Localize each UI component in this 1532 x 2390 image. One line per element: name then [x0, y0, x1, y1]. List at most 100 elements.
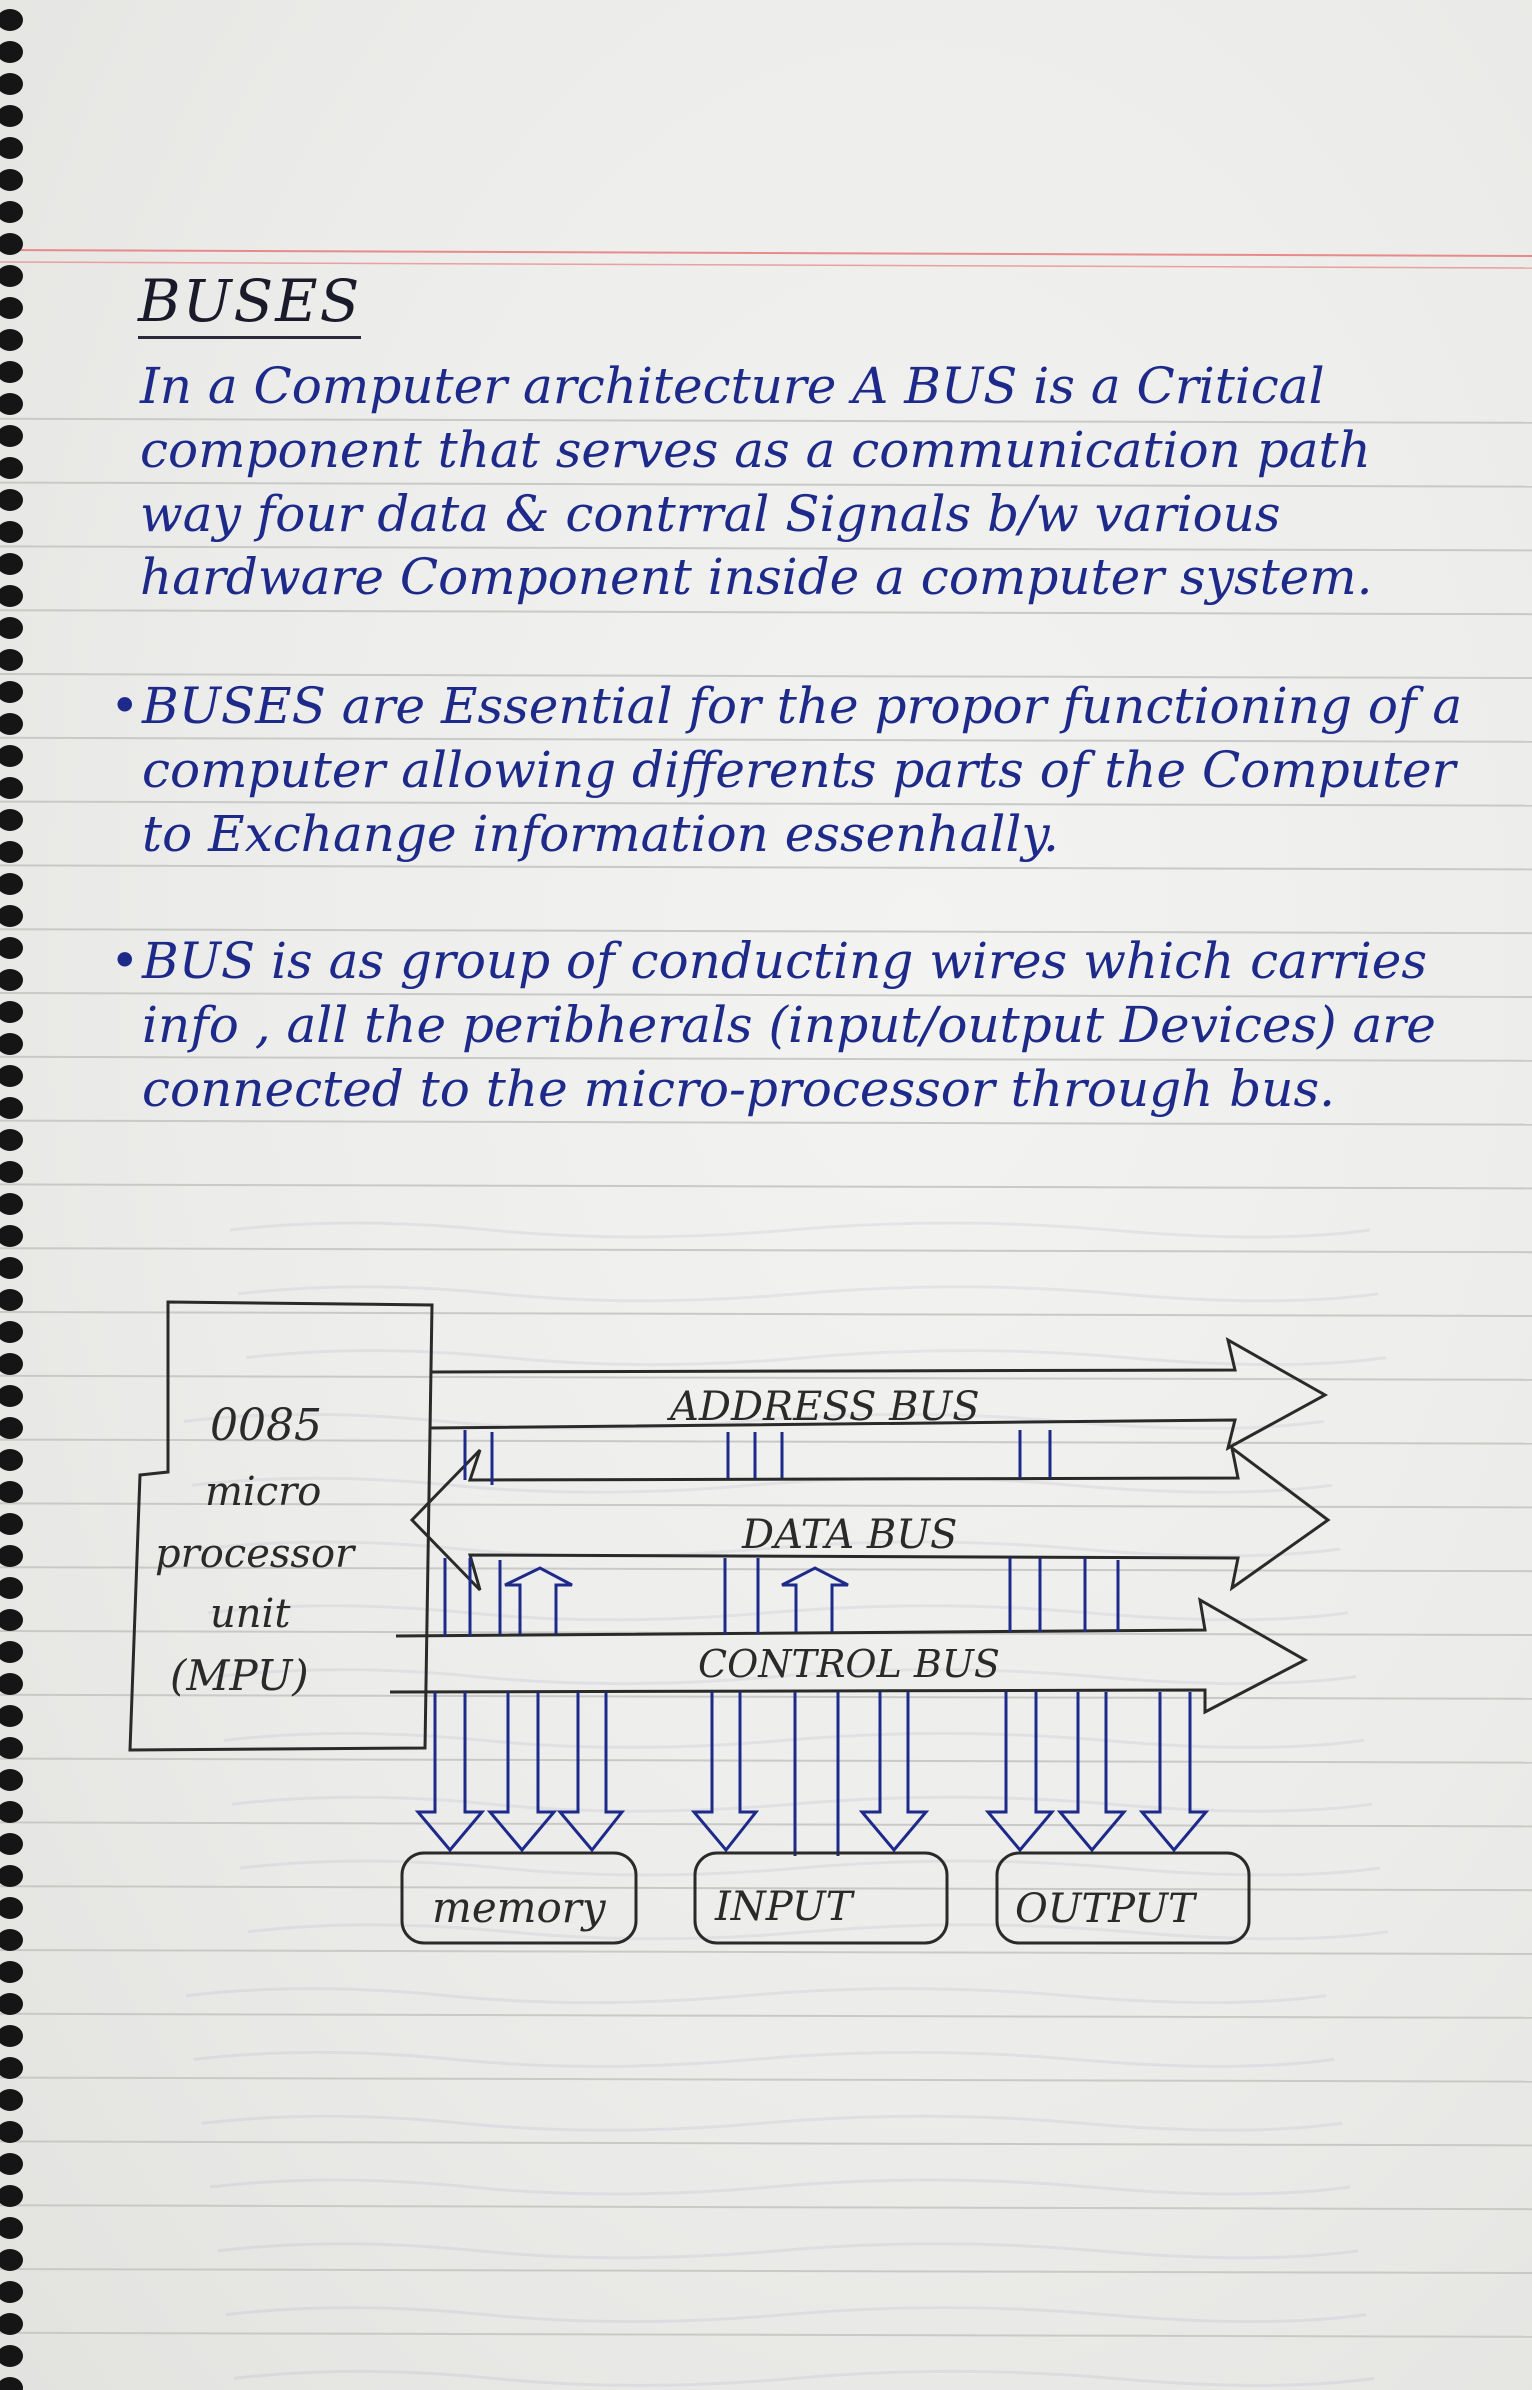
spiral-ring — [0, 1513, 23, 1535]
spiral-ring — [0, 1801, 23, 1823]
spiral-ring — [0, 1897, 23, 1919]
bullet-text-1: BUSES are Essential for the propor funct… — [142, 677, 1463, 863]
spiral-ring — [0, 905, 23, 927]
spiral-ring — [0, 1673, 23, 1695]
intro-paragraph: In a Computer architecture A BUS is a Cr… — [140, 357, 1373, 607]
show-through-stroke — [185, 1987, 1327, 2005]
spiral-ring — [0, 1033, 23, 1055]
spiral-ring — [0, 41, 23, 63]
spiral-ring — [0, 265, 23, 287]
ruled-line — [0, 736, 1532, 743]
spiral-ring — [0, 73, 23, 95]
show-through-stroke — [239, 1859, 1381, 1877]
ruled-line — [0, 992, 1532, 998]
control-bus-arrow: CONTROL BUS — [389, 1597, 1309, 1715]
ruled-line — [0, 417, 1532, 424]
spiral-ring — [0, 169, 23, 191]
ruled-line — [0, 1502, 1532, 1509]
ruled-line — [0, 1055, 1532, 1062]
spiral-ring — [0, 2281, 23, 2303]
spiral-ring — [0, 649, 23, 671]
show-through-stroke — [217, 2242, 1359, 2260]
ruled-line — [0, 1821, 1532, 1828]
bus-connector-lines — [443, 1430, 1120, 1636]
spiral-ring — [0, 1193, 23, 1215]
spiral-ring — [0, 393, 23, 415]
bullet-item-1: • BUSES are Essential for the propor fun… — [110, 675, 1470, 866]
device-memory: memory — [400, 1851, 638, 1945]
spiral-ring — [0, 1929, 23, 1951]
spiral-ring — [0, 1705, 23, 1727]
spiral-ring — [0, 681, 23, 703]
show-through-stroke — [225, 2306, 1367, 2324]
spiral-ring — [0, 937, 23, 959]
show-through-stroke — [207, 1604, 1349, 1622]
spiral-ring — [0, 2377, 23, 2390]
ruled-line — [0, 1693, 1532, 1700]
ruled-line — [0, 1119, 1532, 1126]
spiral-ring — [0, 1289, 23, 1311]
device-output-label: OUTPUT — [1015, 1886, 1198, 1932]
show-through-stroke — [245, 1349, 1387, 1367]
ruled-line — [0, 1438, 1532, 1445]
spiral-ring — [0, 1449, 23, 1471]
device-down-arrows — [414, 1692, 1210, 1856]
spiral-ring — [0, 1001, 23, 1023]
spiral-ring — [0, 329, 23, 351]
ruled-line — [0, 1247, 1532, 1254]
spiral-ring — [0, 489, 23, 511]
ruled-line — [0, 2331, 1532, 2338]
ruled-line — [0, 2204, 1532, 2211]
spiral-ring — [0, 1737, 23, 1759]
spiral-ring — [0, 2185, 23, 2207]
show-through-stroke — [215, 1668, 1357, 1686]
spiral-ring — [0, 2249, 23, 2271]
spiral-ring — [0, 873, 23, 895]
show-through-stroke — [183, 1412, 1325, 1430]
spiral-ring — [0, 1129, 23, 1151]
spiral-ring — [0, 745, 23, 767]
spiral-ring — [0, 2217, 23, 2239]
spiral-ring — [0, 2057, 23, 2079]
device-input: INPUT — [693, 1851, 949, 1945]
spiral-ring — [0, 425, 23, 447]
show-through-stroke — [209, 2178, 1351, 2196]
device-input-label: INPUT — [714, 1884, 856, 1930]
ruled-line — [0, 1885, 1532, 1892]
show-through-stroke — [229, 1221, 1371, 1239]
spiral-ring — [0, 1417, 23, 1439]
notes-title: BUSES — [138, 269, 362, 339]
spiral-ring — [0, 1225, 23, 1247]
spiral-ring — [0, 1385, 23, 1407]
bullet-item-2: • BUS is as group of conducting wires wh… — [110, 930, 1470, 1121]
spiral-ring — [0, 2025, 23, 2047]
spiral-ring — [0, 841, 23, 863]
spiral-ring — [0, 1833, 23, 1855]
spiral-ring — [0, 1353, 23, 1375]
ruled-line — [0, 2076, 1532, 2083]
spiral-ring — [0, 1993, 23, 2015]
control-bus-label: CONTROL BUS — [698, 1642, 1000, 1686]
bullet-dot-icon: • — [110, 932, 140, 990]
address-bus-arrow: ADDRESS BUS — [429, 1337, 1329, 1451]
spiral-ring — [0, 1577, 23, 1599]
spiral-ring — [0, 1961, 23, 1983]
show-through-stroke — [247, 1923, 1389, 1941]
spiral-ring — [0, 2313, 23, 2335]
mpu-label-line-5: (MPU) — [170, 1651, 309, 1700]
spiral-ring — [0, 1865, 23, 1887]
data-bus-arrow: DATA BUS — [409, 1444, 1331, 1592]
spiral-ring — [0, 1257, 23, 1279]
spiral-ring — [0, 2089, 23, 2111]
spiral-ring — [0, 1545, 23, 1567]
show-through-stroke — [201, 2114, 1343, 2132]
ruled-line — [0, 2140, 1532, 2147]
spiral-binding — [0, 9, 23, 2390]
mpu-label-line-4: unit — [210, 1591, 291, 1637]
ruled-line — [0, 1757, 1532, 1764]
spiral-ring — [0, 1065, 23, 1087]
